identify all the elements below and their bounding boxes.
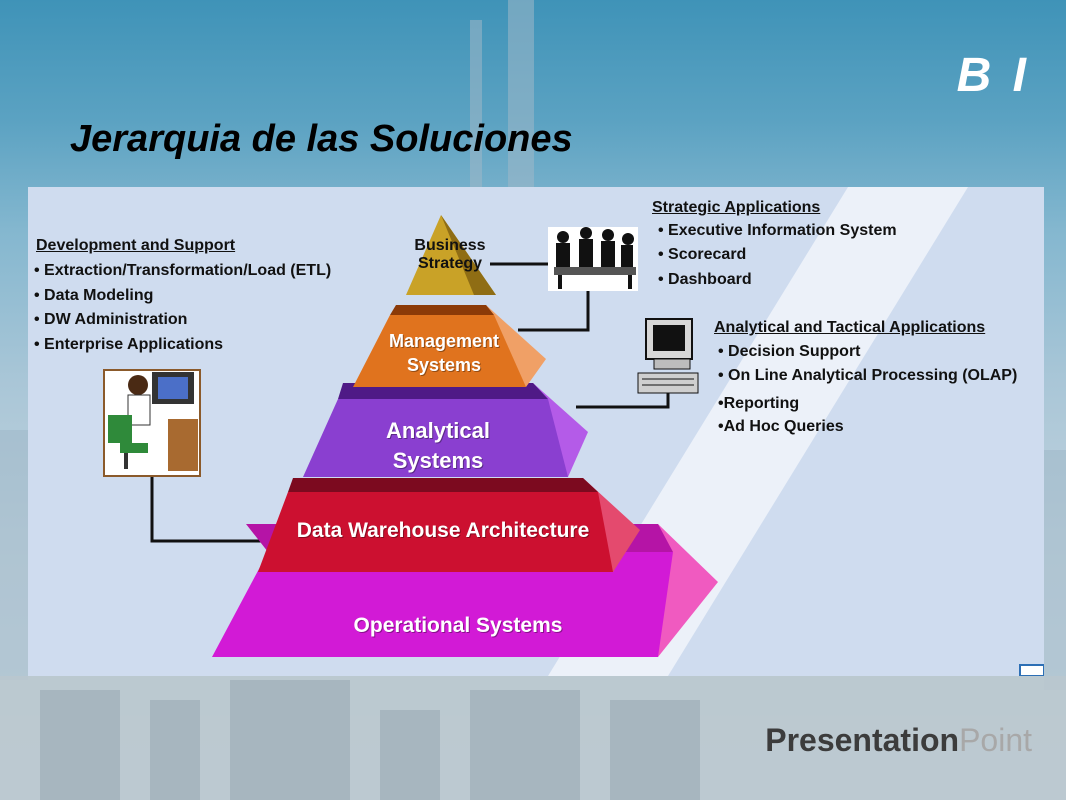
label-analytical-systems: Analytical Systems [386, 418, 490, 473]
executive-meeting-icon [548, 227, 638, 291]
corner-window-glyph [1019, 664, 1044, 676]
development-item: • Extraction/Transformation/Load (ETL) [34, 262, 332, 279]
label-business-strategy: Business Strategy [414, 237, 486, 272]
analytical-item: •Ad Hoc Queries [718, 418, 844, 435]
slide-title: Jerarquia de las Soluciones [70, 118, 573, 160]
development-item: • DW Administration [34, 311, 188, 328]
pyramid-diagram: Business Strategy Management Systems Ana… [28, 187, 1044, 676]
strategic-item: • Executive Information System [658, 222, 897, 239]
strategic-header: Strategic Applications [652, 199, 821, 216]
development-item: • Data Modeling [34, 287, 154, 304]
development-header: Development and Support [36, 237, 236, 254]
development-item: • Enterprise Applications [34, 336, 224, 353]
computer-terminal-icon [637, 318, 699, 394]
analytical-item: •Reporting [718, 395, 800, 412]
analytical-header: Analytical and Tactical Applications [714, 319, 986, 336]
pyramid-level-management [353, 305, 546, 387]
analytical-item: • On Line Analytical Processing (OLAP) [718, 367, 1018, 384]
pyramid-level-business-strategy [406, 215, 496, 295]
strategic-item: • Dashboard [658, 271, 752, 288]
diagram-drawing [103, 187, 1044, 676]
developer-workstation-icon [103, 369, 201, 477]
label-operational-systems: Operational Systems [353, 614, 563, 637]
bi-badge: B I [956, 49, 1030, 102]
strategic-item: • Scorecard [658, 246, 747, 263]
analytical-item: • Decision Support [718, 343, 861, 360]
presentationpoint-logo: PresentationPoint [765, 722, 1032, 758]
label-management-systems: Management Systems [388, 331, 500, 375]
label-data-warehouse: Data Warehouse Architecture [296, 519, 590, 542]
pyramid-level-data-warehouse [258, 478, 640, 572]
